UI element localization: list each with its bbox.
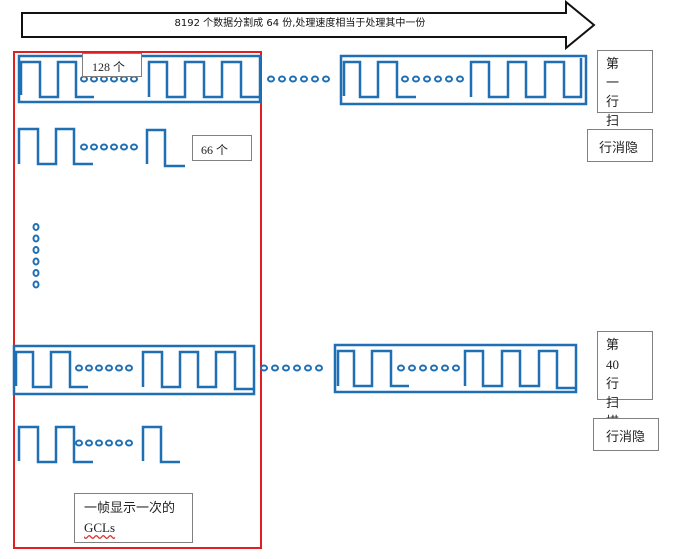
- ellipsis-dot: [85, 364, 93, 372]
- wave-segment: [147, 60, 259, 99]
- ellipsis-dot: [271, 364, 279, 372]
- wave-segment: [19, 60, 94, 99]
- ellipsis-dot: [105, 439, 113, 447]
- ellipsis-dot: [452, 364, 460, 372]
- wave-segment: [336, 349, 409, 388]
- wave-segment: [342, 60, 416, 99]
- row1-scan-label: 第一 行扫 描: [597, 50, 653, 148]
- vertical-ellipsis-dot: [32, 223, 40, 231]
- ellipsis-dot: [278, 75, 286, 83]
- row1-char: 第: [606, 57, 620, 72]
- ellipsis-dot: [408, 364, 416, 372]
- ellipsis-dot: [401, 75, 409, 83]
- ellipsis-dot: [100, 75, 108, 83]
- ellipsis-dot: [423, 75, 431, 83]
- ellipsis-dot: [412, 75, 420, 83]
- ellipsis-dot: [105, 364, 113, 372]
- ellipsis-dot: [456, 75, 464, 83]
- ellipsis-dot: [130, 75, 138, 83]
- ellipsis-dot: [80, 143, 88, 151]
- ellipsis-dot: [397, 364, 405, 372]
- wave-segment: [141, 350, 253, 391]
- ellipsis-dot: [75, 439, 83, 447]
- gcl-group-row40-right: [333, 343, 578, 394]
- row-blanking-label-1: 行消隐: [587, 129, 653, 162]
- row40-char: 第: [606, 338, 620, 353]
- ellipsis-dot: [95, 364, 103, 372]
- ellipsis-dot: [419, 364, 427, 372]
- frame-gcl-line2: GCLs: [84, 520, 116, 535]
- ellipsis-dot: [311, 75, 319, 83]
- processing-arrow: [21, 0, 596, 51]
- wave-segment: [17, 425, 93, 464]
- ellipsis-dot: [95, 439, 103, 447]
- row40-char: 40: [606, 357, 619, 372]
- ellipsis-dot: [90, 143, 98, 151]
- gcl-group-row1-right: [339, 54, 588, 106]
- ellipsis-dot: [90, 75, 98, 83]
- row40-char: 行: [606, 377, 620, 392]
- ellipsis-dot: [300, 75, 308, 83]
- row-blanking-label-2: 行消隐: [593, 418, 659, 451]
- ellipsis-dot: [115, 364, 123, 372]
- vertical-ellipsis-dot: [32, 257, 40, 266]
- ellipsis-dot: [110, 75, 118, 83]
- wave-segment: [141, 425, 180, 464]
- ellipsis-dot: [445, 75, 453, 83]
- ellipsis-dot: [130, 143, 138, 151]
- row1-char: 一: [606, 76, 620, 91]
- frame-gcl-label: 一帧显示一次的 GCLs: [74, 493, 193, 543]
- count-66-label: 66 个: [192, 135, 252, 161]
- ellipsis-dot: [315, 364, 323, 372]
- wave-segment: [14, 350, 88, 389]
- ellipsis-dot: [322, 75, 330, 83]
- ellipsis-dot: [293, 364, 301, 372]
- ellipsis-dot: [267, 75, 275, 83]
- ellipsis-dot: [120, 143, 128, 151]
- gcl-group-row40-left: [12, 344, 256, 396]
- row1-char: 行: [606, 95, 620, 110]
- ellipsis-dot: [260, 364, 268, 372]
- vertical-ellipsis-dot: [32, 234, 40, 243]
- ellipsis-dot: [120, 75, 128, 83]
- ellipsis-dot: [80, 75, 88, 83]
- vertical-ellipsis-dot: [32, 246, 40, 254]
- ellipsis-dot: [441, 364, 449, 372]
- ellipsis-dot: [110, 143, 118, 151]
- ellipsis-dot: [125, 439, 133, 447]
- arrow-caption: 8192 个数据分割成 64 份,处理速度相当于处理其中一份: [174, 18, 426, 29]
- row40-char: 扫: [606, 396, 620, 411]
- frame-gcl-line1: 一帧显示一次的: [84, 501, 176, 516]
- wave-segment: [145, 128, 185, 168]
- wave-segment: [463, 349, 575, 390]
- ellipsis-dot: [75, 364, 83, 372]
- ellipsis-dot: [289, 75, 297, 83]
- ellipsis-dot: [434, 75, 442, 83]
- row1-char: 扫: [606, 114, 620, 129]
- ellipsis-dot: [125, 364, 133, 372]
- ellipsis-dot: [430, 364, 438, 372]
- wave-segment: [469, 58, 583, 99]
- frame-box: [13, 51, 262, 549]
- vertical-ellipsis-dot: [32, 269, 40, 277]
- wave-segment: [17, 127, 93, 166]
- count-128-label: 128 个: [82, 53, 142, 77]
- ellipsis-dot: [100, 143, 108, 151]
- ellipsis-dot: [115, 439, 123, 447]
- row40-scan-label: 第40 行扫 描: [597, 331, 653, 430]
- ellipsis-dot: [304, 364, 312, 372]
- ellipsis-dot: [282, 364, 290, 372]
- vertical-ellipsis-dot: [32, 280, 40, 289]
- ellipsis-dot: [85, 439, 93, 447]
